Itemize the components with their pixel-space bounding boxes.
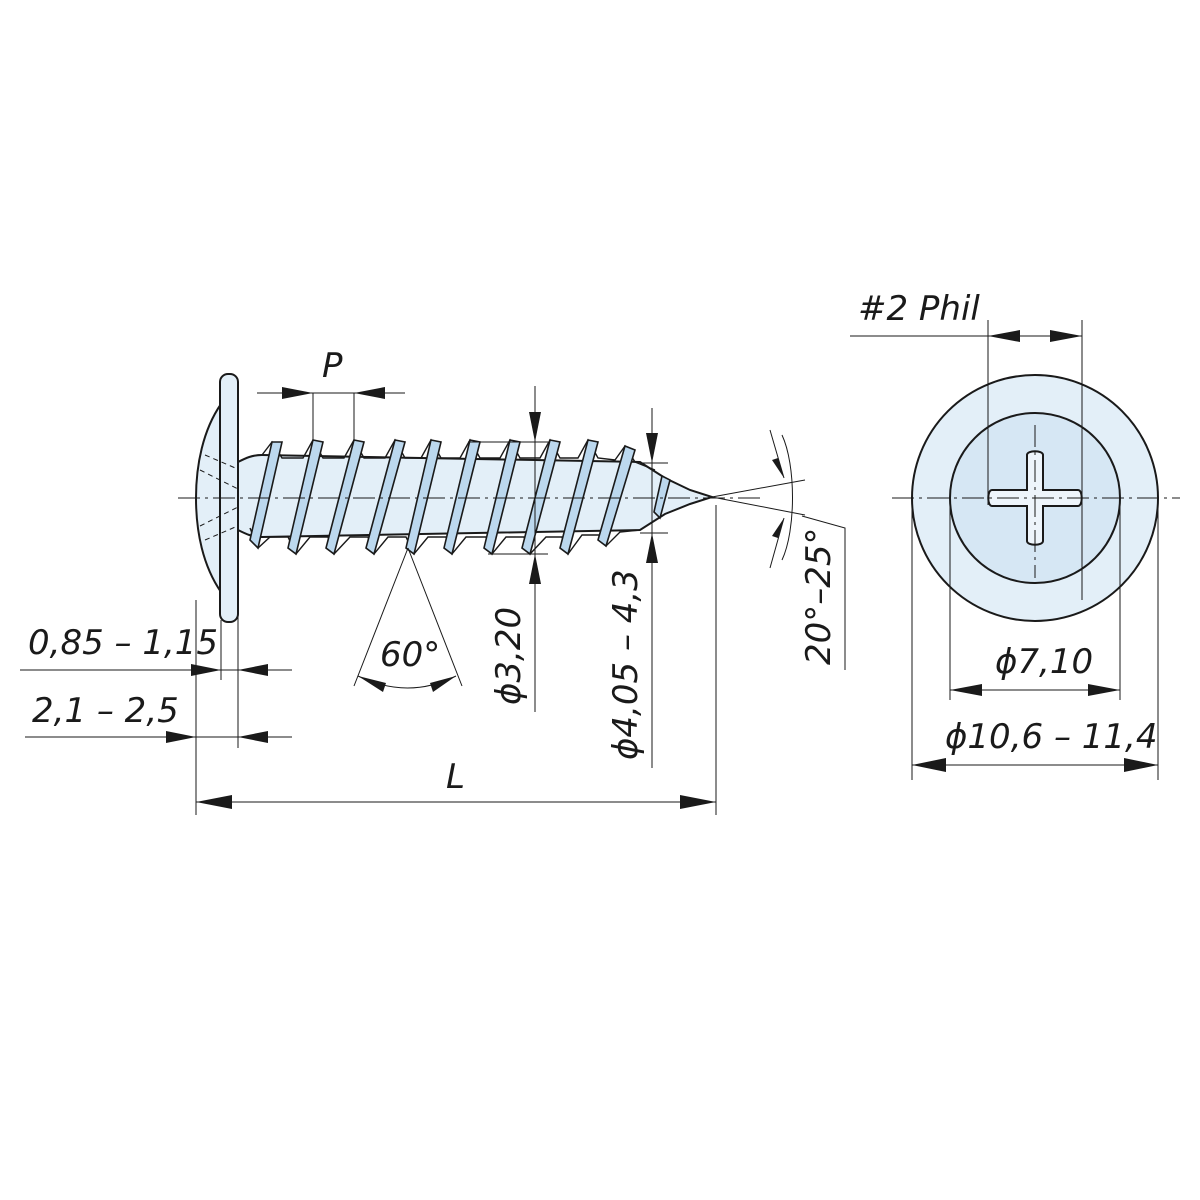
- tip-angle-arrow-top: [772, 458, 784, 478]
- tip-angle-lines: [711, 434, 806, 561]
- head-view: [850, 320, 1180, 780]
- thread-envelope-lines: [468, 441, 668, 555]
- tip-angle-label: 20°–25°: [799, 527, 839, 665]
- thread-flanks: [249, 439, 671, 556]
- inner-diameter-label: ϕ7,10: [995, 642, 1093, 682]
- drive-type-label: #2 Phil: [858, 289, 980, 329]
- recess-hidden-lines: [199, 454, 241, 541]
- thread-diameter-label: ϕ4,05 – 4,3: [606, 569, 646, 760]
- length-label: L: [446, 757, 465, 797]
- tip-angle-arrow-bottom: [772, 518, 784, 538]
- angle-60-lines: [353, 547, 463, 687]
- thread-angle-label: 60°: [380, 635, 440, 675]
- screw-core: [237, 453, 716, 539]
- side-view: [20, 373, 846, 815]
- head-height-label: 2,1 – 2,5: [32, 691, 179, 731]
- head-diameter-label: ϕ10,6 – 11,4: [945, 717, 1157, 757]
- core-diameter-label: ϕ3,20: [489, 607, 529, 705]
- head-diameter-dimension: [911, 505, 1159, 780]
- pitch-dimension: [257, 392, 405, 440]
- tip-angle-leader: [801, 515, 846, 670]
- drive-dimension: [850, 320, 1083, 600]
- head-extension-lines: [195, 505, 717, 815]
- pitch-label: P: [322, 346, 343, 386]
- head-thickness-label: 0,85 – 1,15: [28, 623, 218, 663]
